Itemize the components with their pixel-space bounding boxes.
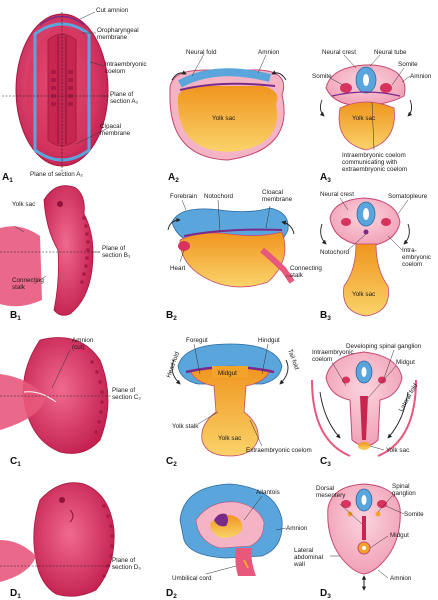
d3-somite-label: Somite: [404, 511, 424, 518]
b3-intra-label-1: Intra-: [402, 247, 417, 254]
b1-connecting-stalk-label-2: stalk: [12, 284, 26, 291]
a1-oropharyngeal-label-2: membrane: [97, 34, 128, 41]
panel-c1-illustration: [0, 337, 109, 454]
c3-spinal-ganglion-label: Developing spinal ganglion: [346, 343, 422, 350]
d2-allantois-label: Allantois: [256, 489, 280, 496]
a3-neural-tube-label: Neural tube: [374, 49, 407, 56]
b2-forebrain-label: Forebrain: [170, 193, 197, 200]
panel-label-b1: B1: [10, 310, 21, 322]
panel-c2-illustration: [171, 343, 289, 457]
d3-midgut-label: Midgut: [390, 532, 409, 539]
c2-midgut-label: Midgut: [218, 370, 237, 377]
c3-intra-label-1: Intraembryonic: [312, 349, 354, 356]
b1-connecting-stalk-label-1: Connecting: [12, 277, 44, 284]
a3-coelom-label-2: communicating with: [342, 159, 398, 166]
d3-lateral-label-2: abdominal: [294, 554, 323, 561]
a3-amnion-label: Amnion: [410, 73, 432, 80]
panel-a2-illustration: [169, 68, 287, 161]
panel-label-d3: D3: [320, 588, 331, 600]
d2-amnion-label: Amnion: [286, 525, 308, 532]
c1-plane-label-1: Plane of: [112, 387, 135, 394]
a2-yolk-sac-label: Yolk sac: [212, 115, 235, 122]
d3-lateral-label-3: wall: [293, 561, 305, 568]
panel-label-d2: D2: [166, 588, 177, 600]
a1-cloacal-membrane-label-2: membrane: [100, 130, 131, 137]
a3-coelom-label-1: Intraembryonic coelom: [342, 152, 406, 159]
panel-d3-illustration: [327, 483, 401, 591]
b2-stalk-label-2: stalk: [290, 272, 304, 279]
a2-amnion-label: Amnion: [258, 49, 280, 56]
a2-neural-fold-label: Neural fold: [186, 49, 217, 56]
panel-label-c1: C1: [10, 456, 21, 468]
panel-b1-illustration: [0, 185, 94, 316]
d3-spinal-label-1: Spinal: [392, 483, 410, 490]
b1-yolk-sac-label: Yolk sac: [12, 201, 35, 208]
c1-amnion-label-2: (cut): [72, 344, 85, 351]
a1-cloacal-membrane-label: Cloacal: [100, 123, 121, 130]
a3-somite-right-label: Somite: [398, 61, 418, 68]
panel-label-a3: A3: [320, 172, 331, 184]
a1-plane-a2-label: Plane of section A₂: [30, 171, 83, 178]
d3-amnion-label: Amnion: [390, 575, 412, 582]
panel-label-c2: C2: [166, 456, 177, 468]
d3-dorsal-label-1: Dorsal: [316, 485, 334, 492]
b3-intra-label-2: embryonic: [402, 254, 431, 261]
panel-label-c3: C3: [320, 456, 331, 468]
d3-lateral-label-1: Lateral: [294, 547, 313, 554]
a1-plane-a3-label-2: section A₃: [110, 98, 139, 105]
panel-a1-illustration: [15, 13, 109, 167]
b1-plane-label-1: Plane of: [102, 245, 125, 252]
d3-spinal-label-2: ganglion: [392, 490, 416, 497]
panel-b2-illustration: [167, 207, 295, 288]
a1-intraembryonic-coelom-label: Intraembryonic: [105, 61, 147, 68]
panel-label-b3: B3: [320, 310, 331, 322]
c1-plane-label-2: section C₃: [112, 394, 141, 401]
d1-plane-label-1: Plane of: [112, 557, 135, 564]
b3-neural-crest-label: Neural crest: [320, 191, 354, 198]
panel-d1-illustration: [0, 482, 115, 597]
c3-midgut-label: Midgut: [396, 359, 415, 366]
b2-cloacal-label-1: Cloacal: [262, 189, 283, 196]
b2-notochord-label: Notochord: [204, 193, 234, 200]
a1-plane-a3-label: Plane of: [110, 91, 133, 98]
b3-notochord-label: Notochord: [320, 249, 350, 256]
a3-neural-crest-label: Neural crest: [322, 49, 356, 56]
b3-somatopleure-label: Somatopleure: [388, 193, 428, 200]
b3-yolk-sac-label: Yolk sac: [352, 291, 375, 298]
c2-yolk-sac-label: Yolk sac: [218, 435, 241, 442]
c3-lateral-fold-label: Lateral fold: [398, 382, 420, 413]
a1-intraembryonic-coelom-label-2: coelom: [105, 68, 125, 75]
b2-cloacal-label-2: membrane: [262, 196, 293, 203]
c3-yolk-sac-label: Yolk sac: [386, 447, 409, 454]
a1-cut-amnion-label: Cut amnion: [96, 7, 129, 14]
panel-b3-illustration: [320, 197, 410, 317]
c2-yolk-stalk-label: Yolk stalk: [172, 423, 199, 430]
panel-c3-illustration: [311, 351, 417, 457]
b2-stalk-label-1: Connecting: [290, 265, 322, 272]
panel-label-b2: B2: [166, 310, 177, 322]
d3-dorsal-label-2: mesentery: [316, 492, 346, 499]
c1-amnion-label-1: Amnion: [72, 337, 94, 344]
panel-label-a2: A2: [168, 172, 179, 184]
b2-heart-label: Heart: [170, 265, 186, 272]
c3-intra-label-2: coelom: [312, 356, 332, 363]
panel-a3-illustration: [319, 64, 413, 151]
d1-plane-label-2: section D₃: [112, 564, 141, 571]
a1-oropharyngeal-label: Oropharyngeal: [97, 27, 139, 34]
b3-intra-label-3: coelom: [402, 261, 422, 268]
panel-d2-illustration: [179, 483, 283, 576]
a3-somite-left-label: Somite: [312, 73, 332, 80]
panel-label-d1: D1: [10, 588, 21, 600]
a3-yolk-sac-label: Yolk sac: [352, 115, 375, 122]
c2-hindgut-label: Hindgut: [258, 337, 280, 344]
a3-coelom-label-3: extraembryonic coelom: [342, 166, 407, 173]
d2-umbilical-cord-label: Umbilical cord: [172, 575, 212, 582]
c2-foregut-label: Foregut: [186, 337, 208, 344]
b1-plane-label-2: section B₃: [102, 252, 131, 259]
c2-extraembryonic-coelom-label: Extraembryonic coelom: [246, 447, 312, 454]
panel-label-a1: A1: [2, 172, 13, 184]
